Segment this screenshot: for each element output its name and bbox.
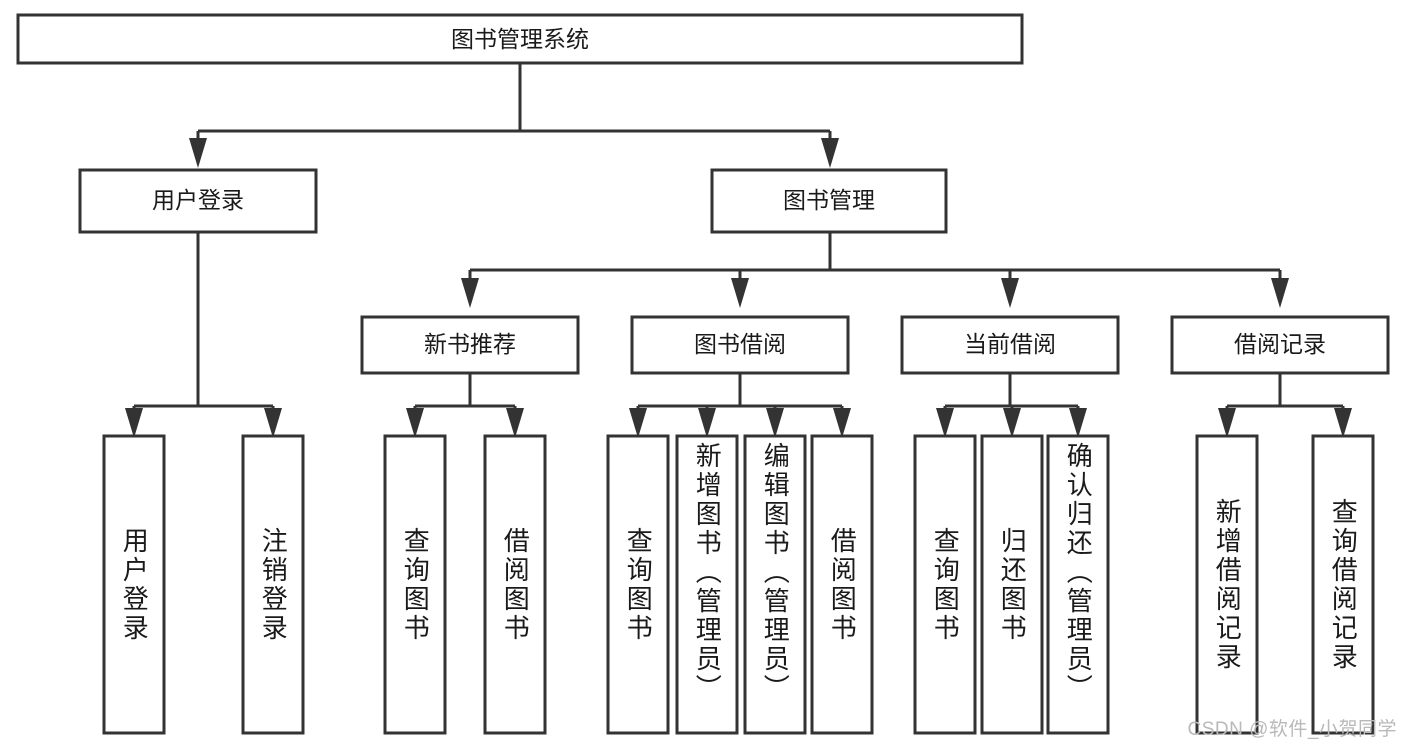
connector-borrowrecord-to-leaves (1218, 373, 1352, 438)
leaf-box-confirm-return-admin[interactable] (1046, 434, 1110, 735)
connector-bookborrow-to-leaves (629, 373, 851, 438)
leaf-box-borrow-book-nb[interactable] (483, 434, 547, 735)
node-book-management-label: 图书管理 (783, 187, 875, 213)
connector-currentborrow-to-leaves (936, 373, 1087, 438)
leaf-box-edit-book-admin[interactable] (743, 434, 807, 735)
node-new-book-recommend-label: 新书推荐 (424, 331, 516, 357)
node-current-borrow-label: 当前借阅 (964, 331, 1056, 357)
node-book-borrow[interactable]: 图书借阅 (630, 315, 850, 375)
csdn-watermark: CSDN @软件_小贺同学 (1187, 719, 1397, 740)
node-book-management[interactable]: 图书管理 (710, 168, 948, 234)
node-book-borrow-label: 图书借阅 (694, 331, 786, 357)
connector-bookmgmt-to-level3 (461, 232, 1289, 308)
leaf-box-query-book-bb[interactable] (606, 434, 670, 735)
node-current-borrow[interactable]: 当前借阅 (900, 315, 1120, 375)
leaf-box-return-book[interactable] (980, 434, 1044, 735)
leaf-box-query-book-nb[interactable] (383, 434, 447, 735)
node-user-login-label: 用户登录 (152, 187, 244, 213)
connector-newbook-to-leaves (406, 373, 524, 438)
connector-root-to-level2 (189, 63, 839, 168)
node-borrow-record[interactable]: 借阅记录 (1170, 315, 1390, 375)
leaf-box-query-book-cb[interactable] (913, 434, 977, 735)
leaf-box-add-book-admin[interactable] (675, 434, 739, 735)
node-new-book-recommend[interactable]: 新书推荐 (360, 315, 580, 375)
node-root-label: 图书管理系统 (451, 26, 589, 52)
node-borrow-record-label: 借阅记录 (1234, 331, 1326, 357)
leaf-box-add-borrow-record[interactable] (1195, 434, 1259, 735)
leaf-box-logout-login[interactable] (241, 434, 305, 735)
node-user-login[interactable]: 用户登录 (78, 168, 318, 234)
connector-userlogin-to-leaves (125, 232, 282, 438)
leaf-box-borrow-book-bb[interactable] (810, 434, 874, 735)
node-root-system[interactable]: 图书管理系统 (16, 13, 1024, 65)
leaf-box-user-login[interactable] (102, 434, 166, 735)
leaf-box-query-borrow-record[interactable] (1311, 434, 1375, 735)
